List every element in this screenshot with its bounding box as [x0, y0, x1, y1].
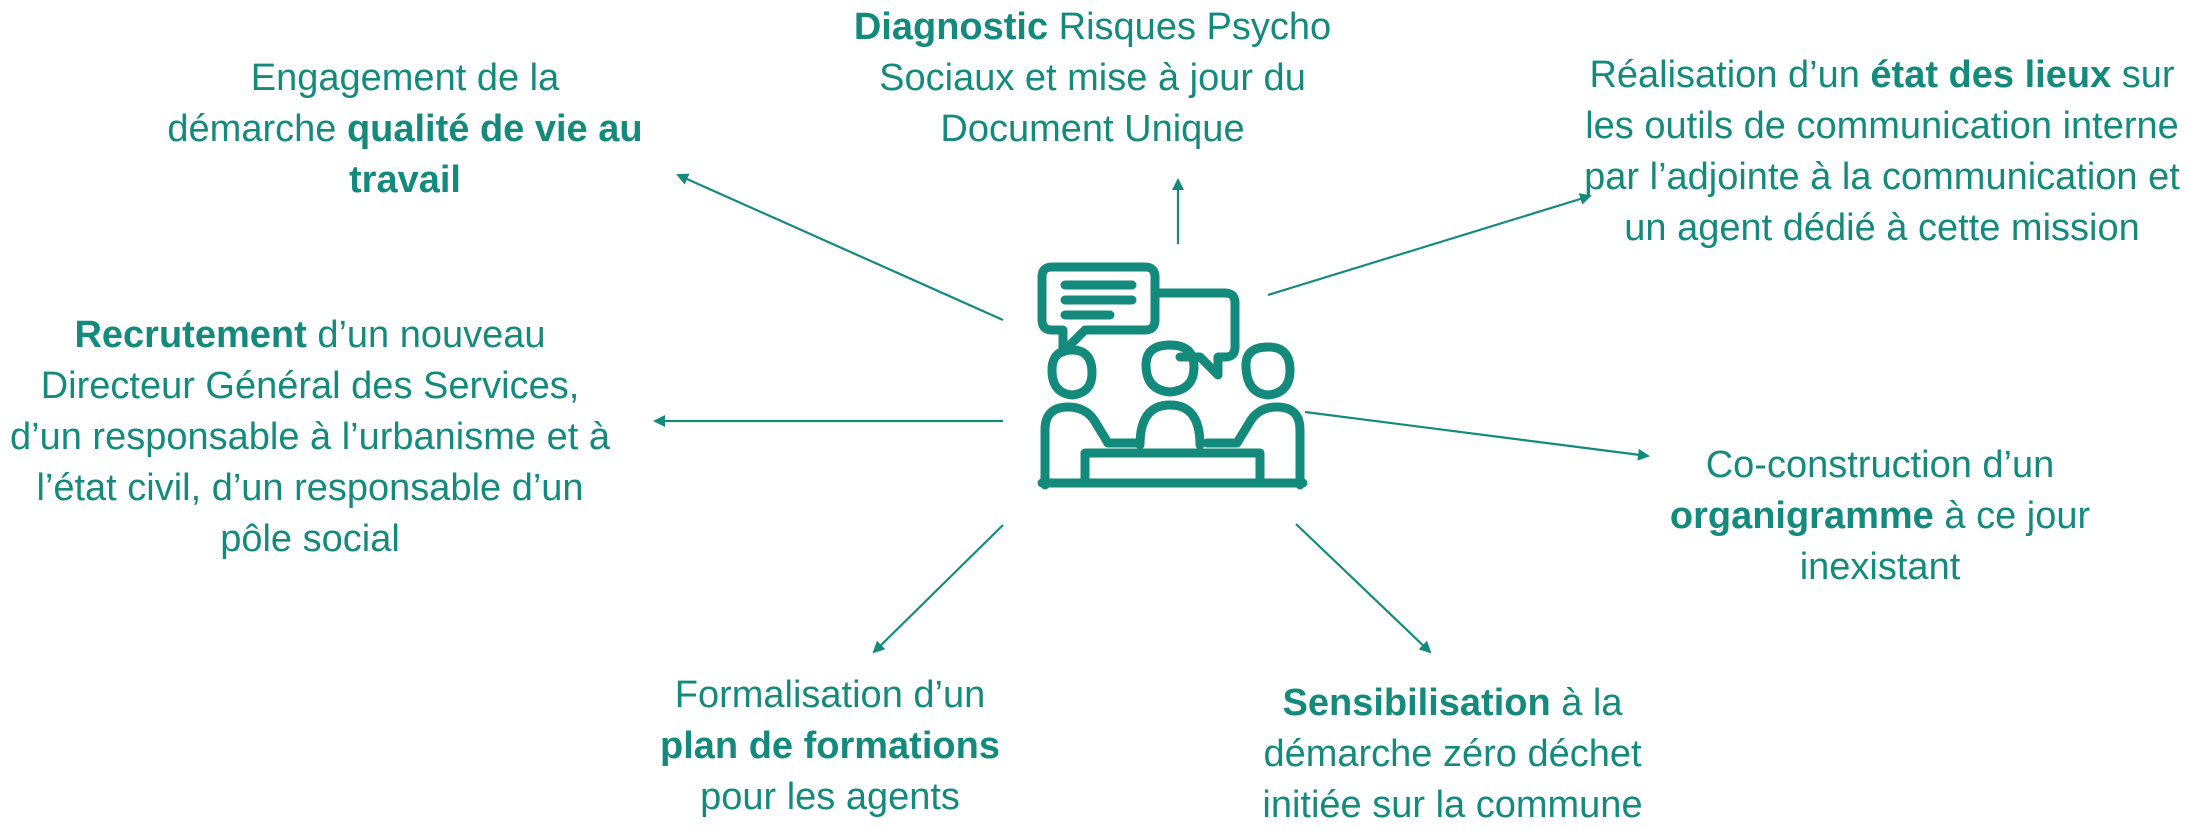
- arrow-right: [1304, 410, 1650, 461]
- node-text-bold: Recrutement: [74, 314, 307, 356]
- node-qualite-vie-travail: Engagement de la démarche qualité de vie…: [165, 53, 645, 206]
- node-text-pre: Formalisation d’un: [674, 674, 986, 716]
- node-text-pre: Co-construction d’un: [1705, 444, 2055, 486]
- arrow-top-right: [1267, 193, 1592, 297]
- node-text-bold: Sensibilisation: [1282, 682, 1551, 724]
- node-text-post: à ce jour inexistant: [1799, 495, 2091, 588]
- node-text-post: Risques Psycho Sociaux et mise à jour du…: [879, 6, 1332, 150]
- node-text-bold: Diagnostic: [853, 6, 1049, 48]
- node-text-post: d’un nouveau Directeur Général des Servi…: [10, 314, 610, 560]
- node-diagnostic-rps: Diagnostic Risques Psycho Sociaux et mis…: [825, 2, 1360, 155]
- node-text-bold: état des lieux: [1870, 54, 2112, 96]
- node-etat-des-lieux: Réalisation d’un état des lieux sur les …: [1582, 50, 2182, 254]
- node-plan-formations: Formalisation d’un plan de formations po…: [635, 670, 1025, 823]
- arrow-bottom-left: [872, 524, 1004, 654]
- arrow-bottom-right: [1295, 523, 1432, 654]
- arrow-top-left: [676, 173, 1004, 322]
- node-text-post: pour les agents: [700, 776, 960, 818]
- node-text-pre: Engagement de la démarche: [167, 57, 560, 150]
- node-text-post: sur les outils de communication interne …: [1584, 54, 2180, 249]
- node-text-bold: plan de formations: [660, 725, 1000, 767]
- node-recrutement: Recrutement d’un nouveau Directeur Génér…: [5, 310, 615, 565]
- node-sensibilisation: Sensibilisation à la démarche zéro déche…: [1230, 678, 1675, 831]
- node-text-pre: Réalisation d’un: [1589, 54, 1871, 96]
- node-organigramme: Co-construction d’un organigramme à ce j…: [1655, 440, 2105, 593]
- node-text-bold: qualité de vie au travail: [346, 108, 643, 201]
- node-text-post: à la démarche zéro déchet initiée sur la…: [1262, 682, 1643, 826]
- team-meeting-icon: [1037, 262, 1308, 490]
- node-text-bold: organigramme: [1669, 495, 1934, 537]
